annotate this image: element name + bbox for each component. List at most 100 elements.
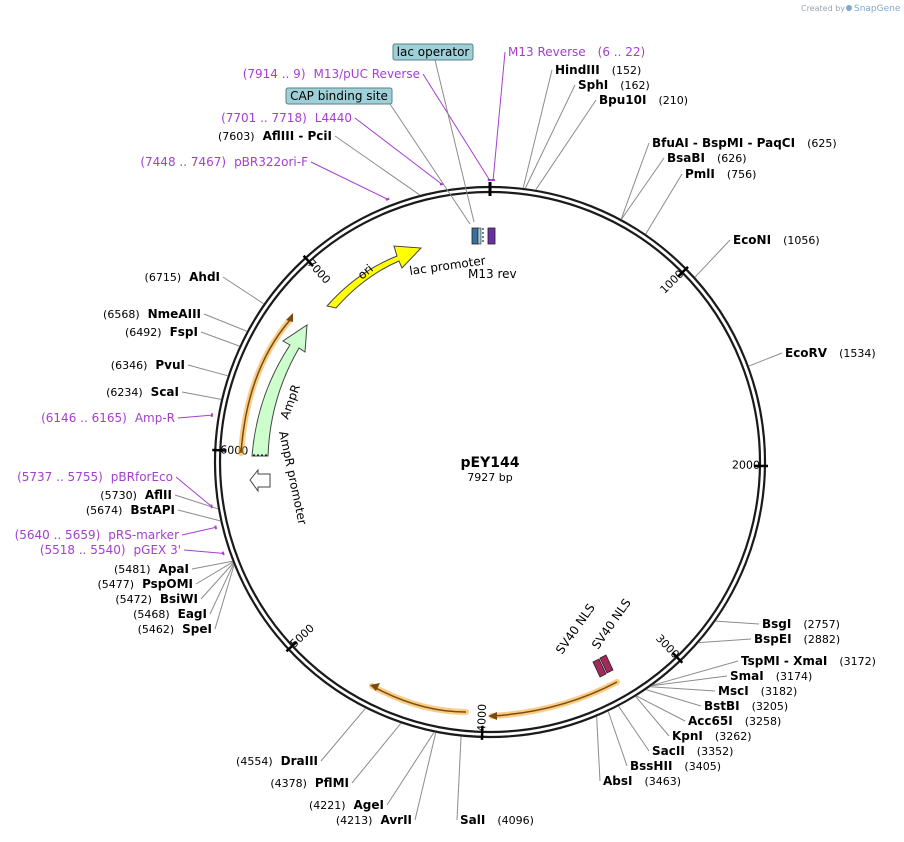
enzyme-label: PmlI(756)	[685, 167, 756, 181]
primer-range: (6146 .. 6165)	[41, 411, 127, 425]
primer-leader-line	[492, 51, 506, 181]
enzyme-position: (162)	[620, 79, 650, 92]
ampr-promoter-label: AmpR promoter	[276, 430, 310, 526]
enzyme-position: (7603)	[218, 130, 255, 143]
enzyme-position: (5730)	[100, 489, 137, 502]
enzyme-leader-line	[351, 722, 402, 784]
enzyme-label: SacII(3352)	[652, 744, 733, 758]
enzyme-position: (3463)	[644, 775, 681, 788]
enzyme-leader-line	[748, 352, 783, 367]
enzyme-leader-line	[203, 313, 248, 332]
primer-range: (7914 .. 9)	[243, 67, 306, 81]
enzyme-name: SacII	[652, 744, 685, 758]
primer-label: pRS-marker(5640 .. 5659)	[15, 528, 179, 542]
ampr-arrow	[251, 324, 308, 457]
enzyme-leader-line	[620, 157, 665, 220]
enzyme-label: DraIII(4554)	[236, 754, 318, 768]
enzyme-leader-line	[414, 732, 437, 821]
enzyme-name: AbsI	[603, 774, 632, 788]
tick-mark-3000	[671, 651, 684, 664]
enzyme-label: EagI(5468)	[133, 607, 207, 621]
primer-name: pRS-marker	[108, 528, 179, 542]
enzyme-position: (3205)	[752, 700, 789, 713]
ampr-orf-line	[240, 319, 291, 454]
enzyme-label: SphI(162)	[578, 78, 650, 92]
enzyme-label: EcoNI(1056)	[733, 233, 820, 247]
primer-leader-line	[183, 549, 224, 554]
enzyme-position: (4213)	[336, 814, 373, 827]
enzyme-name: MscI	[718, 684, 749, 698]
enzyme-position: (3172)	[839, 655, 876, 668]
primer-name: pBRforEco	[111, 470, 173, 484]
enzyme-name: KpnI	[672, 729, 703, 743]
enzyme-leader-line	[334, 135, 421, 196]
enzyme-label: SalI(4096)	[460, 813, 534, 827]
enzyme-leader-line	[177, 509, 221, 522]
enzyme-name: BspEI	[754, 632, 792, 646]
enzyme-label: HindIII(152)	[555, 63, 641, 77]
primer-range: (7448 .. 7467)	[140, 155, 226, 169]
enzyme-label: PvuI(6346)	[111, 358, 185, 372]
enzyme-label: PflMI(4378)	[270, 776, 349, 790]
enzyme-leader-line	[524, 84, 576, 189]
primer-range: (5737 .. 5755)	[17, 470, 103, 484]
primer-leader-line	[177, 414, 212, 419]
sv40-nls-label-1: SV40 NLS	[553, 601, 598, 657]
enzyme-label: AgeI(4221)	[309, 798, 384, 812]
enzyme-leader-line	[386, 731, 435, 806]
enzyme-label: BsgI(2757)	[762, 617, 840, 631]
enzyme-name: BsiWI	[160, 592, 198, 606]
primer-label: M13 Reverse(6 .. 22)	[508, 45, 645, 59]
enzyme-position: (6346)	[111, 359, 148, 372]
enzyme-position: (5472)	[115, 593, 152, 606]
enzyme-position: (3405)	[684, 760, 721, 773]
enzyme-name: ScaI	[151, 385, 179, 399]
enzyme-label: KpnI (3262)	[672, 729, 751, 743]
tick-label-5000: 5000	[288, 622, 317, 651]
sv40-nls-block-1	[592, 658, 607, 678]
m13-rev-block	[487, 227, 496, 245]
tick-label-7000: 7000	[305, 257, 333, 286]
ori-arrow	[326, 245, 423, 309]
primer-name: pBR322ori-F	[234, 155, 308, 169]
orf-bottom-arc	[369, 683, 469, 715]
primer-labels: M13 Reverse(6 .. 22)M13/pUC Reverse(7914…	[15, 45, 646, 557]
enzyme-leader-line	[181, 391, 222, 400]
primer-label: pBR322ori-F (7448 .. 7467)	[140, 155, 308, 169]
enzyme-leader-line	[618, 705, 650, 752]
primer-label: Amp-R(6146 .. 6165)	[41, 411, 175, 425]
primer-label: pGEX 3'(5518 .. 5540)	[40, 543, 181, 557]
enzyme-leader-line	[651, 675, 728, 687]
enzyme-label: AbsI (3463)	[603, 774, 681, 788]
enzyme-leader-line	[522, 69, 553, 189]
primer-site-mark	[221, 551, 225, 556]
enzyme-name: AgeI	[354, 798, 384, 812]
enzyme-name: TspMI - XmaI	[741, 654, 827, 668]
enzyme-leaders	[174, 69, 783, 821]
enzyme-position: (5462)	[138, 623, 175, 636]
enzyme-name: HindIII	[555, 63, 600, 77]
enzyme-name: BsaBI	[667, 151, 705, 165]
tick-label-4000: 4000	[475, 704, 489, 732]
ampr-orf-arrowhead	[286, 313, 293, 322]
primer-site-mark	[210, 413, 214, 418]
enzyme-name: DraIII	[281, 754, 318, 768]
enzyme-position: (756)	[727, 168, 757, 181]
primer-leaders	[175, 51, 506, 556]
enzyme-label: BsaBI(626)	[667, 151, 747, 165]
enzyme-name: NmeAIII	[148, 307, 201, 321]
enzyme-leader-line	[187, 364, 228, 377]
enzyme-leader-line	[715, 620, 760, 625]
enzyme-position: (3262)	[715, 730, 752, 743]
enzyme-name: BfuAI - BspMI - PaqCI	[652, 136, 795, 150]
primer-label: pBRforEco (5737 .. 5755)	[17, 470, 173, 484]
enzyme-label: Acc65I(3258)	[688, 714, 781, 728]
enzyme-name: PflMI	[315, 776, 349, 790]
plasmid-length: 7927 bp	[467, 471, 512, 484]
m13-rev-label: M13 rev	[468, 267, 517, 281]
ampr-promoter-arrow	[249, 468, 271, 493]
enzyme-label: Bpu10I(210)	[599, 93, 688, 107]
sv40-nls-label-2: SV40 NLS	[589, 596, 634, 652]
enzyme-leader-line	[200, 562, 234, 600]
tick-mark-6000	[212, 448, 227, 452]
